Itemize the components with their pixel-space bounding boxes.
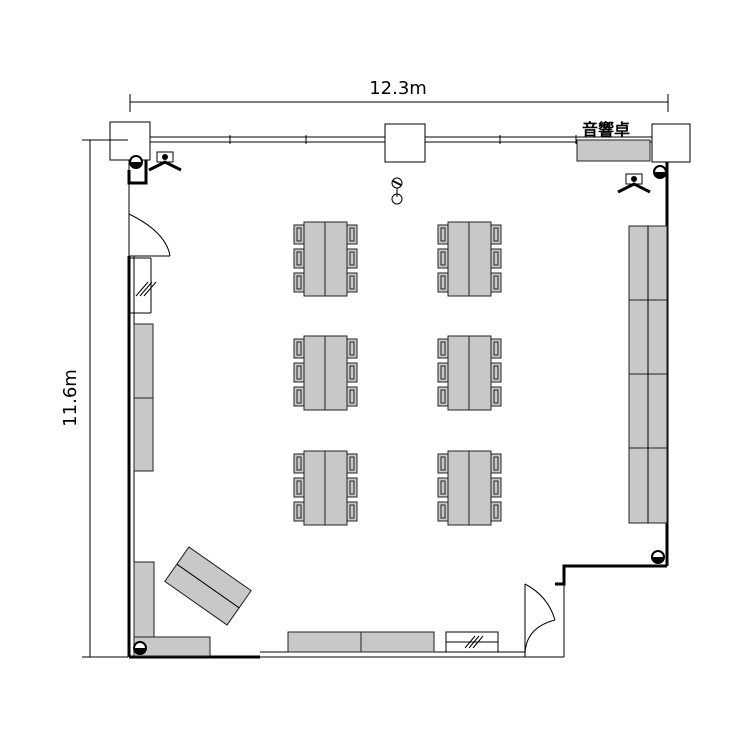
chair [440, 389, 446, 404]
table-island [293, 335, 358, 411]
chair [493, 389, 499, 404]
chair [440, 456, 446, 471]
sound-desk-table [576, 139, 651, 162]
chair [349, 275, 355, 290]
chair [440, 341, 446, 356]
chair [296, 251, 302, 266]
bottom-cabinet-1 [287, 631, 362, 653]
table [324, 221, 348, 297]
table-island [437, 221, 502, 297]
angled-table [164, 546, 252, 626]
chair [493, 227, 499, 242]
table-islands [293, 221, 502, 526]
chair [296, 480, 302, 495]
chair [296, 389, 302, 404]
chair [440, 480, 446, 495]
door-bottom-right [524, 583, 556, 658]
table [447, 450, 470, 526]
chair [349, 389, 355, 404]
table [324, 450, 348, 526]
bottom-rack [445, 631, 499, 653]
chair [296, 456, 302, 471]
chair [440, 504, 446, 519]
projector-icon [391, 177, 403, 205]
chair [493, 275, 499, 290]
chair [296, 504, 302, 519]
chair [349, 365, 355, 380]
chair [349, 456, 355, 471]
outlet-icon [129, 155, 143, 169]
left-cabinet-2 [133, 397, 154, 472]
speaker-icon [148, 151, 182, 172]
table [303, 450, 326, 526]
table-island [437, 335, 502, 411]
chair [440, 365, 446, 380]
chair [349, 251, 355, 266]
table [468, 221, 492, 297]
table [447, 335, 470, 411]
column-top-right [651, 123, 691, 163]
table [468, 450, 492, 526]
chair [296, 227, 302, 242]
column-top-left [109, 121, 151, 161]
column-top-center [384, 123, 426, 163]
chair [493, 365, 499, 380]
chair [349, 227, 355, 242]
chair [493, 504, 499, 519]
sound-desk-label: 音響卓 [582, 120, 630, 139]
chair [296, 341, 302, 356]
chair [440, 275, 446, 290]
width-label: 12.3m [369, 78, 427, 99]
left-cabinet-1 [133, 323, 154, 399]
table-island [293, 450, 358, 526]
outlet-icon [651, 550, 665, 564]
corner-cabinet-vertical [133, 561, 155, 638]
outlet-icon [133, 641, 147, 655]
chair [493, 480, 499, 495]
chair [493, 341, 499, 356]
speaker-icon [617, 173, 651, 194]
chair [440, 251, 446, 266]
chair [296, 275, 302, 290]
chair [493, 251, 499, 266]
table [324, 335, 348, 411]
table-island [293, 221, 358, 297]
sound-desk: 音響卓 [576, 120, 651, 162]
chair [493, 456, 499, 471]
chair [349, 504, 355, 519]
door-left [128, 213, 171, 257]
table [447, 221, 470, 297]
height-label: 11.6m [60, 369, 81, 427]
table [468, 335, 492, 411]
table [303, 335, 326, 411]
width-dimension: 12.3m [129, 78, 669, 112]
chair [349, 341, 355, 356]
height-dimension: 11.6m [60, 139, 128, 658]
table [303, 221, 326, 297]
bottom-cabinet-2 [360, 631, 435, 653]
chair [440, 227, 446, 242]
outlet-icon [653, 165, 667, 179]
chair [296, 365, 302, 380]
chair [349, 480, 355, 495]
table-island [437, 450, 502, 526]
